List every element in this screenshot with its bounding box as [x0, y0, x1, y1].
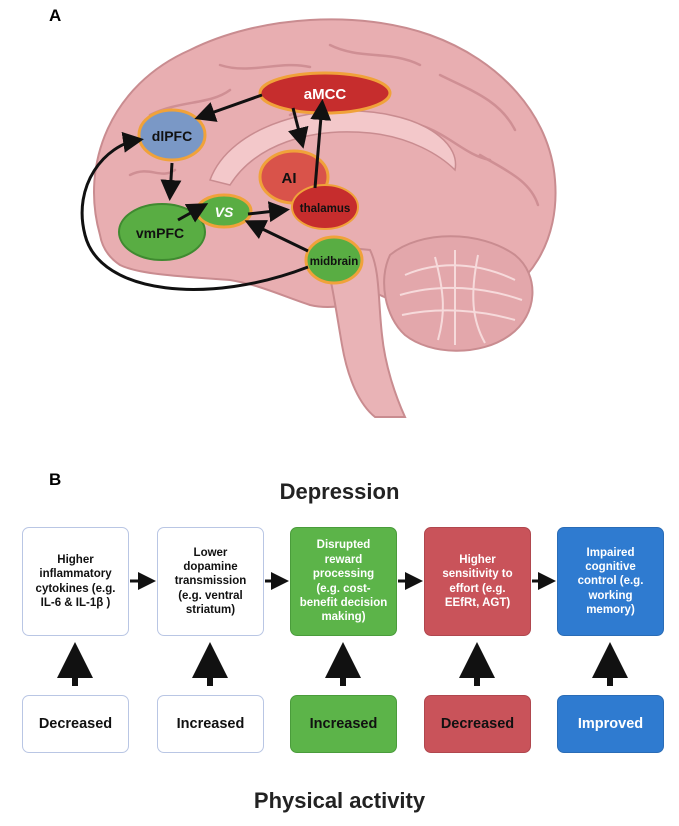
ai-label: AI — [282, 170, 297, 187]
reward-processing-box: Disrupted reward processing (e.g. cost- … — [290, 527, 397, 636]
panel-b-label: B — [49, 470, 62, 489]
dlpfc-label: dlPFC — [152, 128, 192, 144]
depression-heading: Depression — [279, 479, 400, 504]
brainstem — [318, 243, 407, 418]
reward-effect: Increased — [290, 695, 397, 753]
cognitive-control-box: Impaired cognitive control (e.g. working… — [557, 527, 664, 636]
cerebellum-folia — [399, 250, 523, 345]
effort-sensitivity-box: Higher sensitivity to effort (e.g. EEfRt… — [424, 527, 531, 636]
cerebellum — [383, 235, 534, 352]
vertical-arrows — [57, 642, 628, 686]
midbrain-label: midbrain — [310, 256, 359, 268]
brain-illustration: aMCC dlPFC AI vmPFC VS thalamus midbrain — [80, 18, 557, 418]
cytokines-effect: Decreased — [22, 695, 129, 753]
cognitive-effect: Improved — [557, 695, 664, 753]
amcc-label: aMCC — [304, 86, 347, 103]
physical-activity-heading: Physical activity — [253, 788, 426, 813]
connection-arrows — [80, 93, 332, 291]
vmpfc-label: vmPFC — [136, 225, 184, 241]
effort-effect: Decreased — [424, 695, 531, 753]
thalamus-region — [291, 184, 359, 230]
thalamus-label: thalamus — [300, 203, 351, 215]
dopamine-effect: Increased — [157, 695, 264, 753]
panel-a-label: A — [49, 6, 62, 25]
dopamine-box: Lower dopamine transmission (e.g. ventra… — [157, 527, 264, 636]
midbrain-region — [304, 235, 364, 285]
cytokines-box: Higher inflammatory cytokines (e.g. IL-6… — [22, 527, 129, 636]
vs-label: VS — [215, 204, 234, 220]
